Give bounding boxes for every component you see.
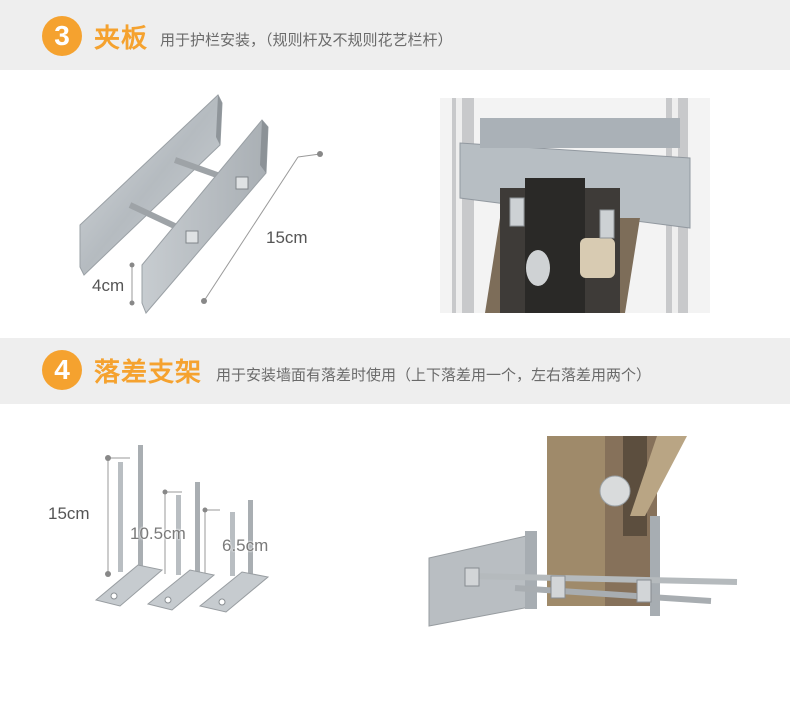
bracket-short-label: 6.5cm (222, 536, 269, 555)
drop-bracket-product-image (94, 445, 270, 613)
section4-title: 落差支架 (94, 358, 203, 388)
clamp-length-label: 15cm (266, 228, 308, 247)
section4-header (0, 338, 790, 404)
section3-description: 用于护栏安装，（规则杆及不规则花艺栏杆） (160, 31, 453, 49)
section3-header (0, 0, 790, 70)
section3-number-badge: 3 (42, 16, 82, 56)
drop-bracket-installed-photo (425, 436, 745, 630)
clamp-width-label: 4cm (92, 276, 125, 295)
section3-title: 夹板 (94, 24, 149, 54)
clamp-installed-photo (440, 98, 710, 313)
bracket-tall-label: 15cm (48, 504, 90, 523)
bracket-mid-label: 10.5cm (130, 524, 186, 543)
section4-number-badge: 4 (42, 350, 82, 390)
section4-description: 用于安装墙面有落差时使用（上下落差用一个，左右落差用两个） (216, 366, 652, 384)
clamp-plate-product-image (79, 94, 323, 314)
